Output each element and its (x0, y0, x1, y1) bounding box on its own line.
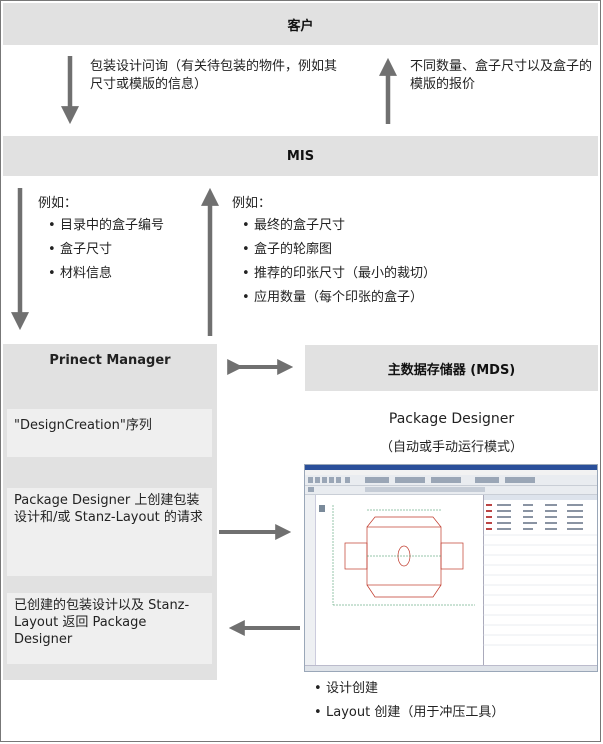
mis-to-prinect-heading: 例如： (38, 196, 78, 211)
package-designer-title: Package Designer (388, 411, 515, 427)
list-item: 设计创建 (314, 677, 504, 701)
package-designer-screenshot (304, 464, 598, 672)
screenshot-titlebar (305, 465, 597, 470)
list-item: 材料信息 (48, 262, 164, 286)
list-item: 盒子的轮廓图 (242, 238, 436, 262)
package-designer-list: 设计创建 Layout 创建（用于冲压工具） (314, 677, 504, 725)
prinect-to-mis-list: 例如： 最终的盒子尺寸 盒子的轮廓图 推荐的印张尺寸（最小的裁切） 应用数量（每… (232, 194, 436, 310)
mds-label: 主数据存储器 (MDS) (387, 362, 516, 378)
customer-band: 客户 (3, 3, 598, 45)
screenshot-statusbar (305, 665, 597, 671)
list-item: 推荐的印张尺寸（最小的裁切） (242, 262, 436, 286)
mis-label: MIS (286, 148, 315, 164)
return-design-box: 已创建的包装设计以及 Stanz-Layout 返回 Package Desig… (7, 593, 212, 664)
screenshot-side-panel (305, 495, 316, 665)
designcreation-sequence-box: "DesignCreation"序列 (7, 409, 212, 457)
mds-band: 主数据存储器 (MDS) (305, 345, 598, 391)
list-item: 最终的盒子尺寸 (242, 214, 436, 238)
package-designer-subtitle: （自动或手动运行模式） (379, 440, 523, 455)
list-item: 目录中的盒子编号 (48, 214, 164, 238)
mis-to-customer-text: 不同数量、盒子尺寸以及盒子的模版的报价 (410, 59, 593, 92)
prinect-to-mis-heading: 例如： (232, 196, 272, 211)
list-item: Layout 创建（用于冲压工具） (314, 701, 504, 725)
customer-label: 客户 (287, 18, 314, 34)
customer-to-mis-text: 包装设计问询（有关待包装的物件，例如其尺寸或模版的信息） (90, 59, 338, 92)
mis-band: MIS (3, 136, 598, 176)
list-item: 盒子尺寸 (48, 238, 164, 262)
list-item: 应用数量（每个印张的盒子） (242, 286, 436, 310)
mis-to-prinect-list: 例如： 目录中的盒子编号 盒子尺寸 材料信息 (38, 194, 164, 286)
create-request-box: Package Designer 上创建包装设计和/或 Stanz-Layout… (7, 488, 212, 576)
prinect-manager-title: Prinect Manager (49, 353, 171, 368)
screenshot-drawing (308, 477, 597, 646)
